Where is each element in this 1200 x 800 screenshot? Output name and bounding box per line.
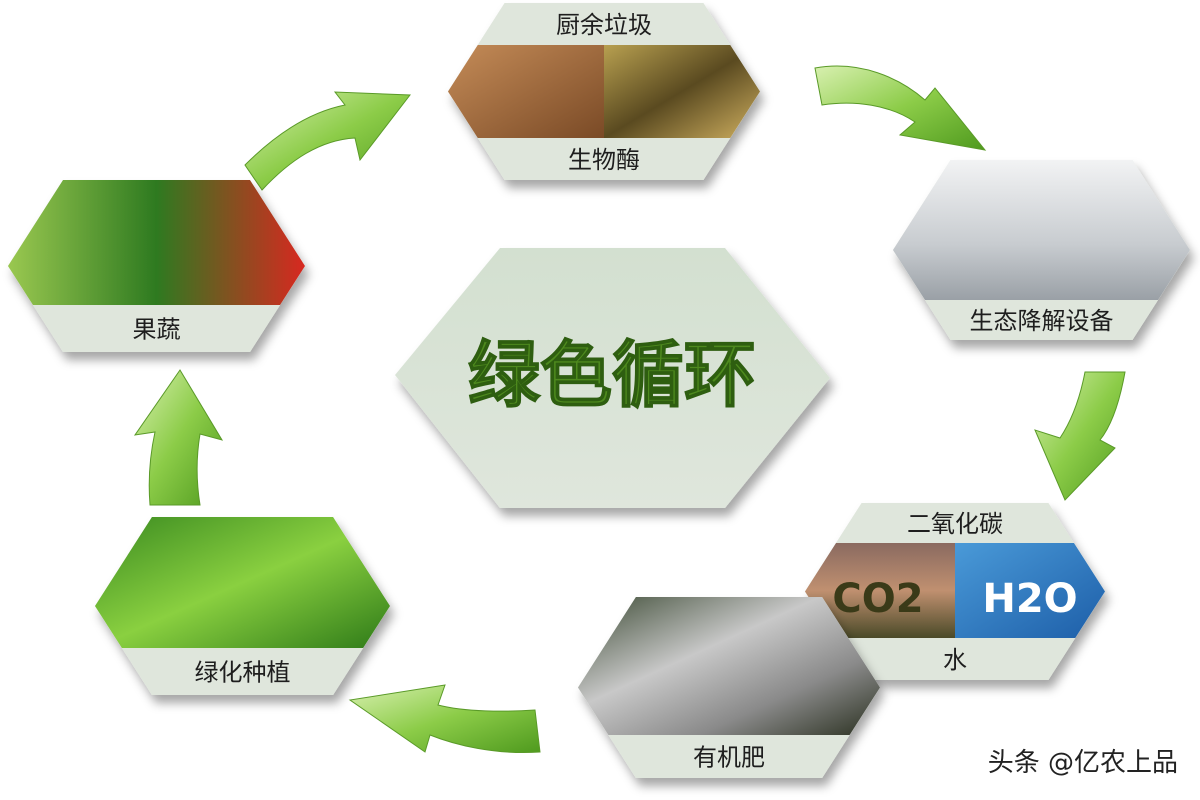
node-label: 厨余垃圾: [556, 11, 652, 39]
watermark: 头条 @亿农上品: [987, 748, 1178, 778]
photo-image: [955, 543, 1105, 638]
photo-image: [95, 517, 390, 648]
photo-image: [448, 45, 604, 138]
photo-image: [893, 160, 1190, 300]
image-formula-text: H2O: [982, 576, 1077, 622]
node-label: 水: [943, 646, 967, 674]
arrow-kitchen-to-equipment: [814, 65, 987, 151]
node-label: 绿化种植: [195, 659, 291, 687]
photo-image: [8, 180, 305, 305]
center-title: 绿色循环: [468, 333, 756, 417]
node-degradation-equipment: 生态降解设备: [893, 160, 1190, 340]
photo-image: [578, 597, 880, 735]
node-label: 生态降解设备: [970, 307, 1114, 335]
arrows: [133, 65, 1126, 754]
arrow-planting-to-fruits: [133, 369, 224, 506]
node-label: 二氧化碳: [907, 510, 1003, 538]
node-fruits-vegetables: 果蔬: [8, 180, 305, 352]
arrow-fruits-to-kitchen-waste: [244, 91, 411, 191]
node-label: 有机肥: [693, 744, 765, 772]
photo-image: [604, 45, 760, 138]
arrow-fertilizer-to-planting: [348, 684, 541, 754]
node-organic-fertilizer: 有机肥: [578, 597, 880, 778]
image-formula-text: CO2: [832, 576, 923, 622]
node-greening-planting: 绿化种植: [95, 517, 390, 695]
node-label: 果蔬: [133, 316, 181, 344]
node-label: 生物酶: [568, 146, 640, 174]
center-hexagon: [395, 248, 830, 508]
arrow-equipment-to-co2-water: [1034, 371, 1126, 501]
